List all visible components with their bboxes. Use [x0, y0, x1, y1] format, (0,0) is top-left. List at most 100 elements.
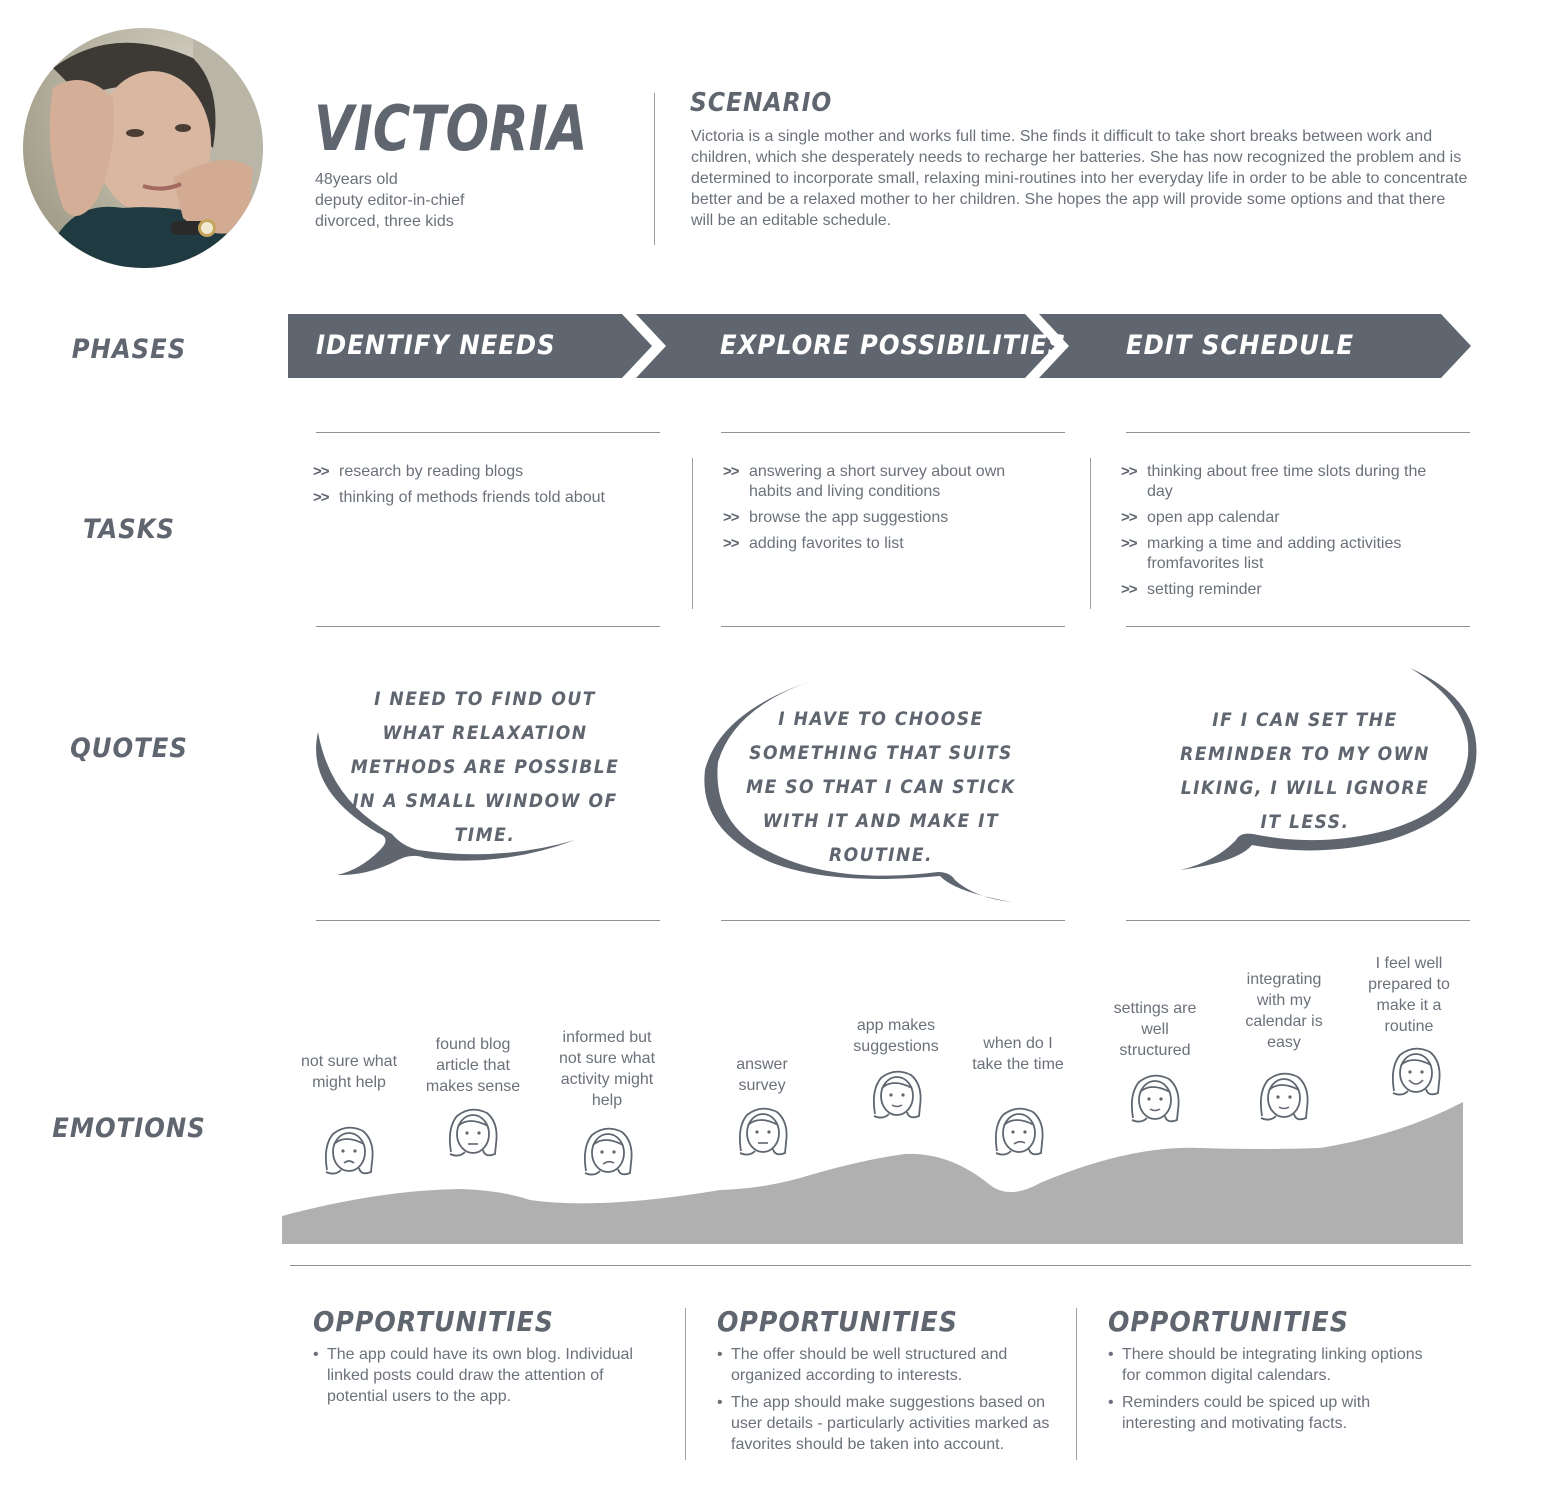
row-label-quotes: QUOTES: [70, 733, 188, 764]
happy-face-icon: [1391, 1047, 1441, 1096]
opportunities-title-2: OPPORTUNITIES: [717, 1305, 958, 1338]
task-text: adding favorites to list: [749, 535, 904, 552]
task-text: marking a time and adding activities fro…: [1147, 535, 1402, 572]
persona-name: VICTORIA: [314, 92, 588, 165]
task-text: open app calendar: [1147, 509, 1280, 526]
task-list-2: >> answering a short survey about own hab…: [723, 462, 1033, 560]
task-list-1: >> research by reading blogs >> thinking o…: [313, 462, 658, 514]
scenario-text: Victoria is a single mother and works fu…: [691, 128, 1468, 229]
opportunity-text: Reminders could be spiced up with intere…: [1122, 1394, 1371, 1432]
bullet-icon: •: [313, 1346, 319, 1363]
task-bullet-icon: >>: [723, 509, 740, 526]
task-item: >> answering a short survey about own hab…: [723, 462, 1033, 502]
neutral-face-icon: [738, 1107, 788, 1156]
opportunity-item: • The app could have its own blog. Indivi…: [313, 1344, 633, 1407]
task-bullet-icon: >>: [723, 463, 740, 480]
opportunity-text: The offer should be well structured and …: [731, 1346, 1008, 1384]
content-face-icon: [1259, 1072, 1309, 1121]
task-item: >> open app calendar: [1121, 508, 1431, 528]
tasks-top-line-2: [721, 432, 1065, 433]
task-bullet-icon: >>: [313, 463, 330, 480]
emotion-faces: [324, 1047, 1441, 1176]
emotion-curve: [282, 1102, 1463, 1244]
opportunity-item: • The offer should be well structured and…: [717, 1344, 1057, 1386]
persona-role: deputy editor-in-chief: [315, 192, 465, 209]
bullet-icon: •: [1108, 1394, 1114, 1411]
scenario-title: SCENARIO: [690, 88, 833, 118]
persona-divider: [654, 93, 655, 245]
bullet-icon: •: [717, 1346, 723, 1363]
opportunity-text: The app should make suggestions based on…: [731, 1394, 1050, 1453]
task-item: >> setting reminder: [1121, 580, 1431, 600]
opportunities-list-3: • There should be integrating linking opt…: [1108, 1344, 1428, 1440]
tasks-divider-1: [692, 458, 693, 609]
opportunities-title-3: OPPORTUNITIES: [1108, 1305, 1349, 1338]
phase-explore-possibilities: EXPLORE POSSIBILITIES: [720, 330, 1067, 361]
task-text: research by reading blogs: [339, 463, 524, 480]
opportunity-text: There should be integrating linking opti…: [1122, 1346, 1423, 1384]
phase-identify-needs: IDENTIFY NEEDS: [316, 330, 556, 361]
task-bullet-icon: >>: [1121, 535, 1138, 552]
emotion-label-7: settings are well structured: [1113, 1000, 1197, 1059]
unsure-face-icon: [994, 1107, 1044, 1156]
bullet-icon: •: [1108, 1346, 1114, 1363]
task-item: >> browse the app suggestions: [723, 508, 1033, 528]
content-face-icon: [872, 1070, 922, 1119]
task-bullet-icon: >>: [1121, 463, 1138, 480]
task-bullet-icon: >>: [1121, 581, 1138, 598]
emotion-label-5: app makes suggestions: [853, 1017, 939, 1055]
phase-arrow-3: [1039, 314, 1471, 378]
persona-details: 48years old deputy editor-in-chief divor…: [315, 169, 464, 232]
task-bullet-icon: >>: [723, 535, 740, 552]
tasks-top-line-3: [1126, 432, 1470, 433]
task-item: >> research by reading blogs: [313, 462, 658, 482]
task-item: >> thinking of methods friends told about: [313, 488, 658, 508]
quote-2: I HAVE TO CHOOSE SOMETHING THAT SUITS ME…: [746, 708, 1016, 866]
emotion-label-9: I feel well prepared to make it a routin…: [1368, 955, 1450, 1035]
neutral-face-icon: [448, 1108, 498, 1157]
task-text: browse the app suggestions: [749, 509, 949, 526]
emotion-label-8: integrating with my calendar is easy: [1245, 971, 1323, 1051]
opportunities-list-1: • The app could have its own blog. Indivi…: [313, 1344, 633, 1413]
emotions-top-line-1: [316, 920, 660, 921]
phase-arrow-2: [636, 314, 1055, 378]
emotion-curve-area: [282, 1102, 1463, 1244]
task-text: thinking about free time slots during th…: [1147, 463, 1427, 500]
tasks-top-line-1: [316, 432, 660, 433]
row-label-emotions: EMOTIONS: [52, 1113, 206, 1144]
task-bullet-icon: >>: [313, 489, 330, 506]
emotion-label-2: found blog article that makes sense: [425, 1036, 521, 1095]
content-face-icon: [1130, 1074, 1180, 1123]
sad-face-icon: [324, 1126, 374, 1175]
task-text: setting reminder: [1147, 581, 1262, 598]
bullet-icon: •: [717, 1394, 723, 1411]
quote-3: IF I CAN SET THE REMINDER TO MY OWN LIKI…: [1180, 709, 1430, 833]
quote-1: I NEED TO FIND OUT WHAT RELAXATION METHO…: [350, 688, 620, 846]
quotes-top-line-1: [316, 626, 660, 627]
opportunities-divider-2: [1076, 1308, 1077, 1460]
opportunities-divider-1: [685, 1308, 686, 1460]
emotion-label-4: answer survey: [736, 1056, 788, 1094]
task-item: >> adding favorites to list: [723, 534, 1033, 554]
persona-family: divorced, three kids: [315, 213, 454, 230]
task-item: >> marking a time and adding activities f…: [1121, 534, 1431, 574]
task-text: answering a short survey about own habit…: [749, 463, 1006, 500]
emotion-label-3: informed but not sure what activity migh…: [558, 1029, 656, 1109]
opportunity-text: The app could have its own blog. Individ…: [327, 1346, 633, 1405]
task-bullet-icon: >>: [1121, 509, 1138, 526]
opportunities-title-1: OPPORTUNITIES: [313, 1305, 554, 1338]
opportunities-top-line: [290, 1265, 1471, 1266]
emotion-label-1: not sure what might help: [300, 1053, 398, 1091]
opportunity-item: • Reminders could be spiced up with inter…: [1108, 1392, 1428, 1434]
quotes-top-line-3: [1126, 626, 1470, 627]
task-item: >> thinking about free time slots during …: [1121, 462, 1431, 502]
tasks-divider-2: [1090, 458, 1091, 609]
phase-edit-schedule: EDIT SCHEDULE: [1126, 330, 1355, 361]
persona-age: 48years old: [315, 171, 398, 188]
task-text: thinking of methods friends told about: [339, 489, 605, 506]
opportunity-item: • There should be integrating linking opt…: [1108, 1344, 1428, 1386]
unsure-face-icon: [583, 1127, 633, 1176]
opportunities-list-2: • The offer should be well structured and…: [717, 1344, 1057, 1461]
row-label-phases: PHASES: [71, 334, 187, 365]
emotions-top-line-3: [1126, 920, 1470, 921]
